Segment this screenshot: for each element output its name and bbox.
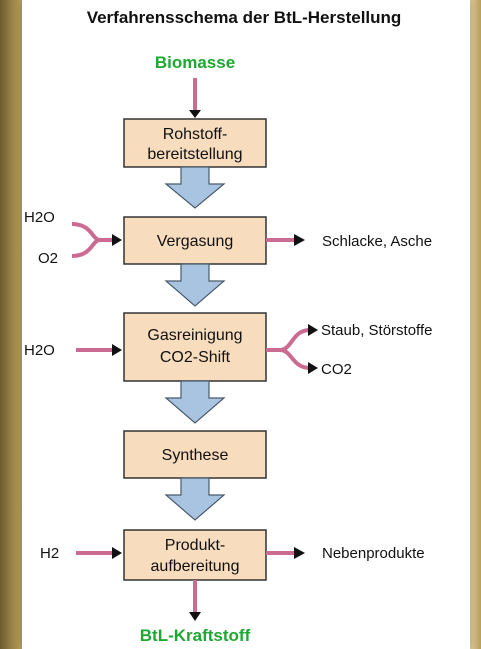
arrowhead-vergasung-in bbox=[112, 234, 122, 246]
input-biomasse: Biomasse bbox=[155, 53, 235, 72]
arrowhead-biomasse bbox=[189, 110, 201, 118]
flow-arrow-1 bbox=[164, 166, 226, 209]
input-h2o-gasreinigung: H2O bbox=[24, 342, 55, 359]
box-rohstoffbereitstellung bbox=[123, 118, 267, 168]
box3-line2: CO2-Shift bbox=[160, 349, 231, 366]
box4-label: Synthese bbox=[162, 447, 229, 464]
input-o2-vergasung: O2 bbox=[38, 250, 58, 267]
box-produktaufbereitung bbox=[123, 529, 267, 581]
arrowhead-vergasung-out bbox=[294, 234, 305, 246]
output-schlacke-asche: Schlacke, Asche bbox=[322, 233, 432, 250]
box1-line1: Rohstoff- bbox=[163, 126, 228, 143]
flow-arrow-3 bbox=[164, 380, 226, 424]
diagram-title: Verfahrensschema der BtL-Herstellung bbox=[86, 8, 402, 27]
arrowhead-staub bbox=[308, 324, 318, 336]
box2-label: Vergasung bbox=[157, 233, 234, 250]
box5-line2: aufbereitung bbox=[151, 558, 240, 575]
arrowhead-gasreinigung-in bbox=[112, 344, 122, 356]
output-staub-stoerstoffe: Staub, Störstoffe bbox=[321, 322, 432, 339]
output-nebenprodukte: Nebenprodukte bbox=[322, 545, 425, 562]
flow-arrow-4 bbox=[164, 477, 226, 521]
box5-line1: Produkt- bbox=[165, 537, 225, 554]
flow-arrow-2 bbox=[164, 263, 226, 307]
output-btl-kraftstoff: BtL-Kraftstoff bbox=[140, 626, 251, 645]
arrowhead-nebenprodukte bbox=[294, 547, 305, 559]
arrowhead-output bbox=[189, 612, 201, 621]
box1-line2: bereitstellung bbox=[147, 146, 242, 163]
box-synthese bbox=[123, 430, 267, 479]
flow-line-o2 bbox=[71, 238, 101, 258]
input-h2o-vergasung: H2O bbox=[24, 209, 55, 226]
flow-line-h2o-1 bbox=[71, 222, 101, 242]
box-gasreinigung bbox=[123, 312, 267, 382]
arrowhead-co2 bbox=[308, 362, 318, 374]
output-co2: CO2 bbox=[321, 361, 352, 378]
box3-line1: Gasreinigung bbox=[147, 327, 242, 344]
arrowhead-h2-in bbox=[112, 547, 122, 559]
input-h2: H2 bbox=[40, 545, 59, 562]
flow-line-staub bbox=[279, 328, 311, 352]
flow-line-co2 bbox=[279, 348, 311, 370]
